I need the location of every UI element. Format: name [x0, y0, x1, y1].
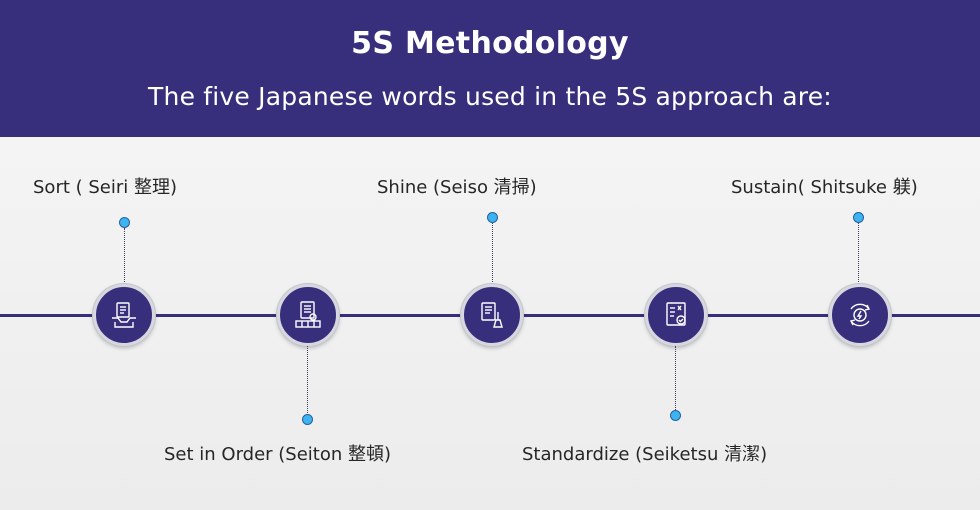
- step-dot-sustain: [853, 212, 864, 223]
- step-node-sustain: [829, 284, 891, 346]
- step-label-sustain: Sustain( Shitsuke 躾): [731, 177, 918, 198]
- step-node-set-in-order: [277, 284, 339, 346]
- set-in-order-icon: [295, 301, 321, 328]
- step-dot-set-in-order: [302, 414, 313, 425]
- sustain-icon: [849, 303, 871, 327]
- sort-icon: [112, 302, 136, 328]
- step-dot-standardize: [670, 410, 681, 421]
- header-banner: 5S Methodology The five Japanese words u…: [0, 0, 980, 137]
- step-connector-sort: [124, 228, 125, 284]
- step-label-set-in-order: Set in Order (Seiton 整頓): [164, 444, 392, 465]
- step-dot-shine: [487, 212, 498, 223]
- step-label-shine: Shine (Seiso 清掃): [377, 177, 537, 198]
- standardize-icon: [666, 302, 686, 326]
- page-subtitle: The five Japanese words used in the 5S a…: [148, 82, 832, 111]
- step-node-sort: [93, 284, 155, 346]
- step-connector-sustain: [858, 223, 859, 284]
- step-label-sort: Sort ( Seiri 整理): [33, 177, 178, 198]
- step-connector-shine: [492, 223, 493, 284]
- step-connector-standardize: [675, 346, 676, 410]
- step-dot-sort: [119, 217, 130, 228]
- step-label-standardize: Standardize (Seiketsu 清潔): [522, 444, 768, 465]
- page-title: 5S Methodology: [351, 26, 629, 61]
- shine-icon: [481, 302, 503, 328]
- step-node-standardize: [645, 284, 707, 346]
- step-node-shine: [461, 284, 523, 346]
- step-connector-set-in-order: [307, 346, 308, 415]
